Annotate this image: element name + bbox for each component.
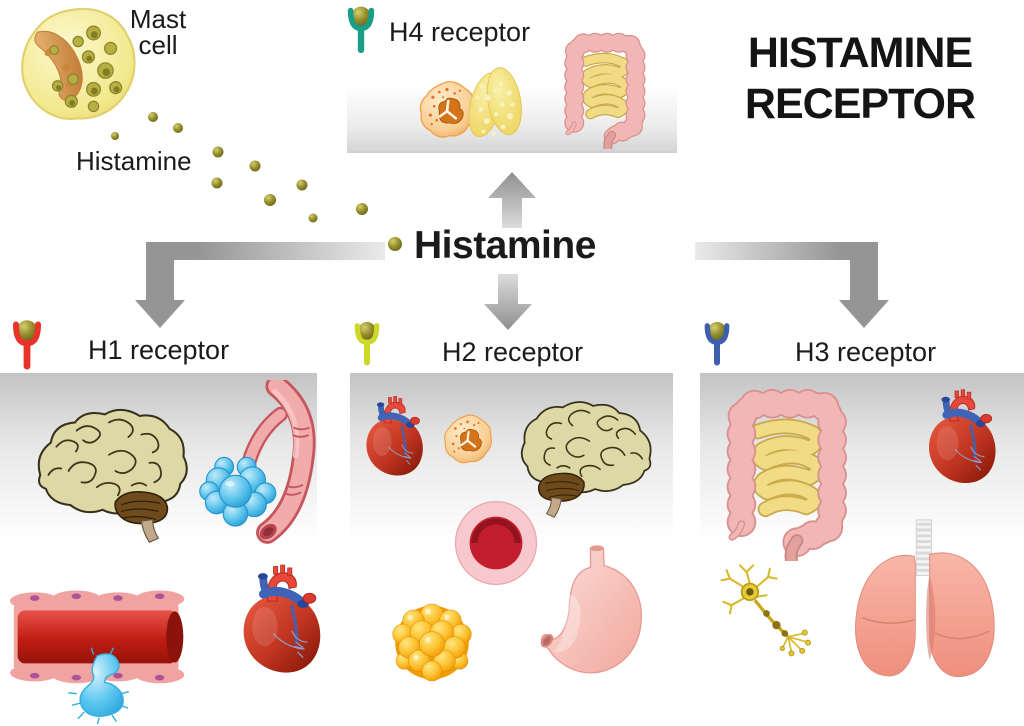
h1-organ-brain (20, 398, 198, 548)
h2-organ-heart (352, 380, 430, 498)
h1-receptor-icon (10, 316, 44, 372)
histamine-dots-trail (111, 112, 402, 251)
mast-cell-label-line1: Mast (129, 4, 187, 34)
arrow-down-icon (484, 274, 532, 330)
h3-organ-lungs (826, 518, 1018, 686)
h3-organ-neuron (715, 562, 823, 670)
h4-organ-thymus (460, 56, 530, 151)
mast-cell-label-line2: cell (138, 30, 178, 60)
h4-receptor-icon (345, 3, 377, 55)
page-title-line1: HISTAMINE (747, 29, 973, 77)
arrow-down-left-icon (135, 242, 385, 328)
histamine-release-label: Histamine (76, 146, 192, 176)
h4-organ-intestine (553, 24, 653, 149)
histamine-center-label: Histamine (414, 224, 596, 267)
page-title-line2: RECEPTOR (744, 80, 976, 128)
h1-receptor-label: H1 receptor (88, 335, 230, 365)
h1-organ-bronchioles (196, 380, 318, 550)
h2-organ-immune-cell (440, 412, 495, 467)
h4-receptor-label: H4 receptor (389, 17, 531, 47)
h2-organ-adipose-tissue (386, 594, 478, 686)
h3-organ-heart (912, 385, 1004, 495)
h1-organ-blood-vessel (10, 582, 190, 724)
mast-cell-label: Mast cell (120, 6, 196, 58)
page-title: HISTAMINE RECEPTOR (695, 28, 1024, 130)
h2-organ-stomach (518, 540, 646, 692)
h2-receptor-icon (352, 318, 382, 368)
h3-receptor-icon (702, 318, 732, 368)
arrow-down-right-icon (695, 242, 889, 328)
h2-receptor-label: H2 receptor (442, 337, 584, 367)
h3-receptor-label: H3 receptor (795, 337, 937, 367)
arrow-up-icon (488, 172, 536, 228)
h1-organ-heart (224, 560, 330, 686)
